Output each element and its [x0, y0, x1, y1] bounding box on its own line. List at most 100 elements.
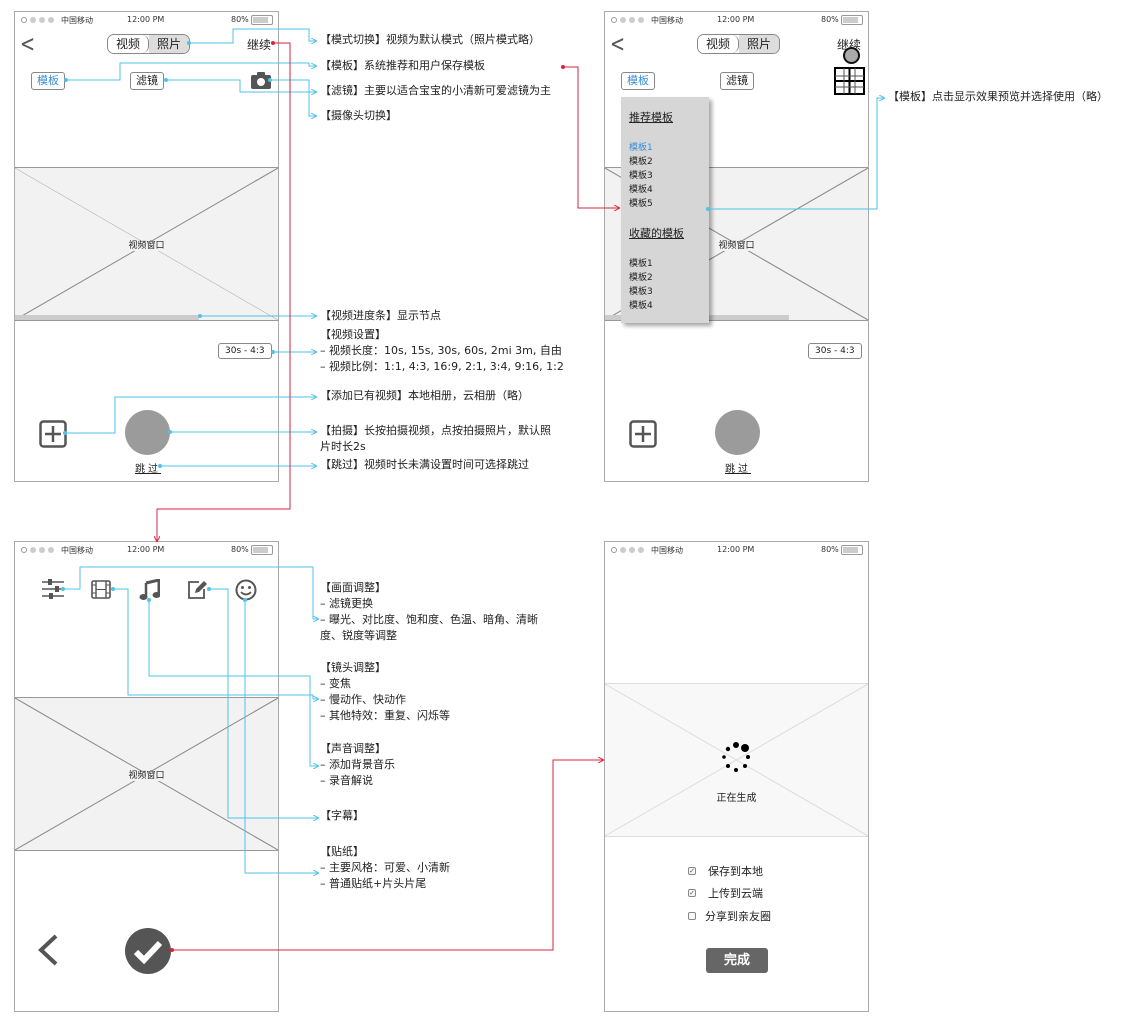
status-bar: 中国移动 12:00 PM 80% — [15, 12, 278, 30]
template-item[interactable]: 模板3 — [629, 171, 653, 181]
add-icon[interactable] — [629, 420, 657, 448]
shutter-button[interactable] — [715, 410, 760, 455]
screen-edit: 中国移动 12:00 PM 80% 视频窗口 — [14, 541, 279, 1012]
battery-icon — [251, 15, 273, 25]
note-line: – 普通贴纸+片头片尾 — [320, 877, 427, 890]
note-line: 【贴纸】 — [320, 845, 364, 858]
camera-switch-icon[interactable] — [251, 72, 271, 89]
mode-video[interactable]: 视频 — [108, 35, 150, 53]
signal-icon — [21, 17, 54, 23]
filter-button[interactable]: 滤镜 — [720, 72, 754, 90]
saved-template-item[interactable]: 模板2 — [629, 273, 653, 283]
note-line: 【画面调整】 — [320, 581, 386, 594]
save-local-checkbox[interactable]: ✓保存到本地 — [688, 863, 763, 879]
music-icon[interactable] — [139, 579, 160, 600]
video-settings-chip[interactable]: 30s - 4:3 — [808, 343, 862, 359]
template-item[interactable]: 模板5 — [629, 199, 653, 209]
annotation-lens: 【镜头调整】 – 变焦 – 慢动作、快动作 – 其他特效：重复、闪烁等 — [320, 660, 450, 724]
annotation-camera: 【摄像头切换】 — [320, 109, 397, 122]
carrier: 中国移动 — [651, 16, 683, 25]
saved-template-item[interactable]: 模板1 — [629, 259, 653, 269]
note-line: – 其他特效：重复、闪烁等 — [320, 709, 450, 722]
mode-photo[interactable]: 照片 — [739, 35, 780, 53]
annotation-skip: 【跳过】视频时长未满设置时间可选择跳过 — [320, 458, 529, 471]
template-dropdown: 推荐模板 模板1 模板2 模板3 模板4 模板5 收藏的模板 模板1 模板2 模… — [621, 97, 709, 323]
saved-header: 收藏的模板 — [629, 227, 684, 240]
carrier: 中国移动 — [651, 546, 683, 555]
back-icon[interactable]: < — [20, 30, 36, 59]
video-window-label: 视频窗口 — [126, 241, 167, 251]
edit-icon[interactable] — [187, 580, 208, 600]
mode-toggle[interactable]: 视频 照片 — [107, 34, 191, 54]
annotation-progress: 【视频进度条】显示节点 — [320, 309, 441, 322]
note-line: – 主要风格：可爱、小清新 — [320, 861, 450, 874]
generating-label: 正在生成 — [716, 793, 757, 804]
generating-preview — [605, 683, 868, 837]
recommended-header: 推荐模板 — [629, 111, 673, 124]
battery-percent: 80% — [821, 545, 839, 554]
shutter-button[interactable] — [125, 410, 170, 455]
filter-button[interactable]: 滤镜 — [130, 72, 164, 90]
template-item[interactable]: 模板4 — [629, 185, 653, 195]
note-line: – 慢动作、快动作 — [320, 693, 406, 706]
battery-percent: 80% — [231, 545, 249, 554]
checkbox-unchecked-icon[interactable] — [688, 912, 696, 920]
carrier: 中国移动 — [61, 546, 93, 555]
annotation-picture: 【画面调整】 – 滤镜更换 – 曝光、对比度、饱和度、色温、暗角、清晰 度、锐度… — [320, 580, 538, 644]
continue-button[interactable]: 继续 — [247, 38, 272, 52]
battery-icon — [841, 545, 863, 555]
clock: 12:00 PM — [127, 15, 165, 24]
screen-capture: 中国移动 12:00 PM 80% < 视频 照片 继续 模板 滤镜 视频窗口 … — [14, 11, 279, 482]
template-button[interactable]: 模板 — [621, 72, 655, 90]
template-item[interactable]: 模板1 — [629, 143, 653, 153]
back-icon[interactable]: < — [610, 30, 626, 59]
template-button[interactable]: 模板 — [31, 72, 65, 90]
note-line: 【视频设置】 — [320, 328, 386, 341]
annotation-mode: 【模式切换】视频为默认模式（照片模式略） — [320, 33, 540, 46]
signal-icon — [611, 547, 644, 553]
note-line: – 录音解说 — [320, 774, 373, 787]
check-icon[interactable] — [124, 927, 172, 975]
video-progress-bar[interactable] — [15, 315, 200, 320]
battery-percent: 80% — [231, 15, 249, 24]
annotation-sound: 【声音调整】 – 添加背景音乐 – 录音解说 — [320, 741, 395, 789]
done-button[interactable]: 完成 — [706, 948, 768, 973]
add-icon[interactable] — [39, 420, 67, 448]
screen-generate: 中国移动 12:00 PM 80% 正在生成 ✓保存到本地 ✓ 上传到云端 分享到… — [604, 541, 869, 1012]
share-friends-checkbox[interactable]: 分享到亲友圈 — [688, 908, 771, 924]
mode-photo[interactable]: 照片 — [149, 35, 190, 53]
signal-icon — [21, 547, 54, 553]
video-window: 视频窗口 — [15, 167, 278, 321]
back-icon[interactable] — [37, 934, 59, 966]
film-icon[interactable] — [91, 580, 111, 599]
mode-video[interactable]: 视频 — [698, 35, 740, 53]
option-label: 上传到云端 — [708, 887, 763, 900]
smiley-icon[interactable] — [235, 579, 257, 601]
upload-cloud-checkbox[interactable]: ✓ 上传到云端 — [688, 885, 763, 901]
mode-toggle[interactable]: 视频 照片 — [697, 34, 781, 54]
clock: 12:00 PM — [127, 545, 165, 554]
note-line: – 曝光、对比度、饱和度、色温、暗角、清晰 — [320, 613, 538, 626]
note-line: – 变焦 — [320, 677, 351, 690]
annotation-add: 【添加已有视频】本地相册，云相册（略） — [320, 389, 529, 402]
video-window: 视频窗口 — [15, 697, 278, 851]
battery-icon — [251, 545, 273, 555]
skip-link[interactable]: 跳过 — [725, 464, 751, 475]
video-settings-chip[interactable]: 30s - 4:3 — [218, 343, 272, 359]
saved-template-item[interactable]: 模板3 — [629, 287, 653, 297]
checkbox-checked-icon[interactable]: ✓ — [688, 889, 696, 897]
clock: 12:00 PM — [717, 545, 755, 554]
status-bar: 中国移动 12:00 PM 80% — [15, 542, 278, 560]
note-line: – 视频比例：1:1, 4:3, 16:9, 2:1, 3:4, 9:16, 1… — [320, 360, 564, 373]
status-bar: 中国移动 12:00 PM 80% — [605, 12, 868, 30]
signal-icon — [611, 17, 644, 23]
sliders-icon[interactable] — [42, 579, 64, 599]
record-circle-icon — [843, 47, 860, 64]
skip-link[interactable]: 跳过 — [135, 464, 161, 475]
checkbox-checked-icon[interactable]: ✓ — [688, 867, 696, 875]
note-line: 片时长2s — [320, 440, 366, 453]
saved-template-item[interactable]: 模板4 — [629, 301, 653, 311]
screen-template-menu: 中国移动 12:00 PM 80% < 视频 照片 继续 模板 滤镜 视频窗口 … — [604, 11, 869, 482]
template-item[interactable]: 模板2 — [629, 157, 653, 167]
note-line: 【镜头调整】 — [320, 661, 386, 674]
